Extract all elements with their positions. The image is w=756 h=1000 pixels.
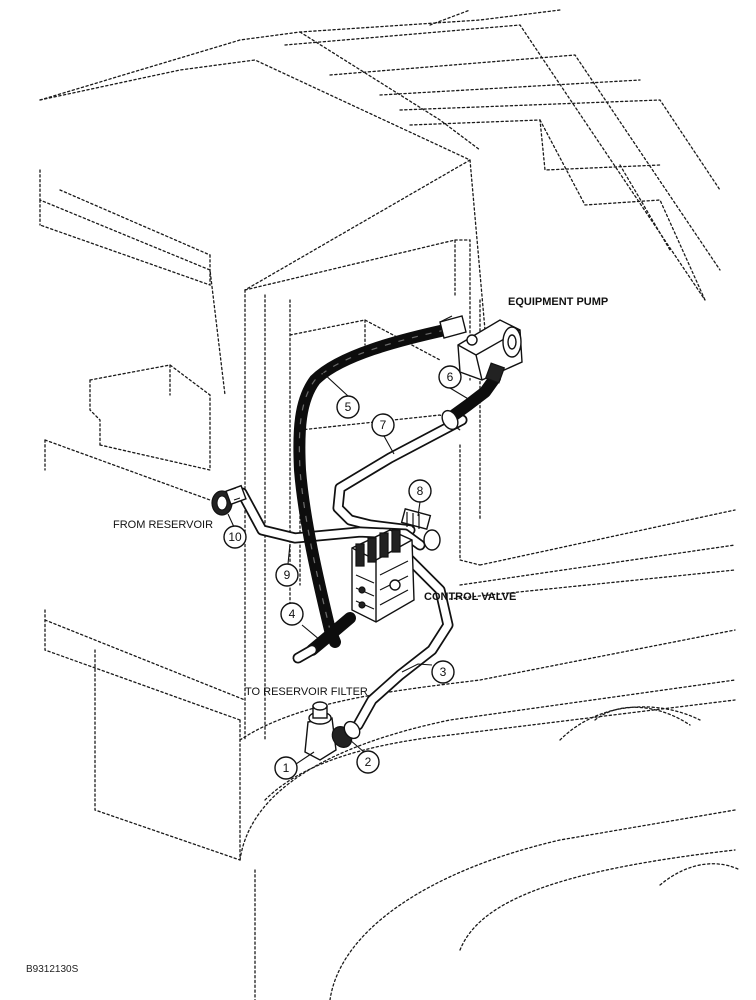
hose-6-clamp <box>441 409 459 431</box>
svg-text:5: 5 <box>345 400 352 414</box>
fitting-8 <box>400 508 441 551</box>
callout-1: 1 <box>274 756 298 780</box>
callout-8: 8 <box>408 479 432 503</box>
svg-text:6: 6 <box>447 370 454 384</box>
callout-3: 3 <box>431 660 455 684</box>
label-equipment-pump: EQUIPMENT PUMP <box>508 296 608 308</box>
callout-10: 10 <box>223 525 247 549</box>
leader-lines <box>227 315 471 765</box>
fitting-2 <box>331 720 361 748</box>
hose-4 <box>306 612 356 656</box>
svg-text:7: 7 <box>380 418 387 432</box>
label-from-reservoir: FROM RESERVOIR <box>113 519 213 531</box>
hose-6 <box>444 372 501 424</box>
svg-text:8: 8 <box>417 484 424 498</box>
callout-5: 5 <box>336 395 360 419</box>
callout-2: 2 <box>356 750 380 774</box>
svg-text:10: 10 <box>228 530 242 544</box>
callout-9: 9 <box>275 563 299 587</box>
callout-4: 4 <box>280 602 304 626</box>
svg-text:4: 4 <box>289 607 296 621</box>
fitting-10 <box>211 484 247 516</box>
figure-id: B9312130S <box>26 964 79 975</box>
svg-text:1: 1 <box>283 761 290 775</box>
svg-text:3: 3 <box>440 665 447 679</box>
machine-outline <box>39 9 741 1000</box>
fitting-1 <box>304 701 337 761</box>
equipment-pump <box>439 315 523 384</box>
label-to-reservoir-filter: TO RESERVOIR FILTER <box>245 686 368 698</box>
svg-text:9: 9 <box>284 568 291 582</box>
svg-text:2: 2 <box>365 755 372 769</box>
hydraulic-components <box>211 315 523 761</box>
callout-6: 6 <box>438 365 462 389</box>
label-control-valve: CONTROL VALVE <box>424 591 516 603</box>
callout-7: 7 <box>371 413 395 437</box>
control-valve <box>351 529 415 623</box>
